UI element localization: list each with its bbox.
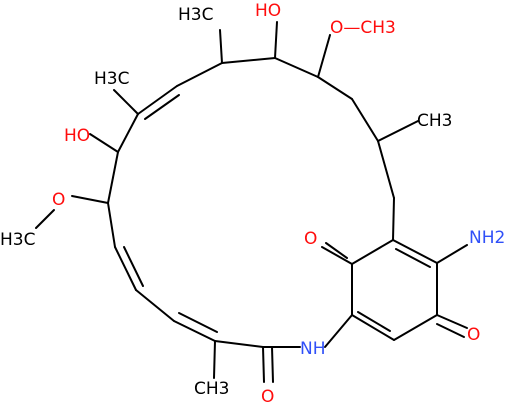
bond <box>377 140 395 199</box>
bond <box>351 239 394 265</box>
bond <box>35 209 55 229</box>
bond <box>173 320 216 342</box>
bond <box>123 246 144 287</box>
bond <box>176 62 223 87</box>
label-o-quinone-left: O <box>304 229 317 249</box>
bond <box>221 57 276 64</box>
bond <box>113 89 139 115</box>
bond <box>436 314 468 329</box>
label-oh-top: HO <box>255 1 281 21</box>
label-methoxy-left-c: H3C <box>0 230 35 250</box>
bond <box>135 289 175 322</box>
bond <box>117 113 139 153</box>
bond <box>271 346 274 383</box>
bond <box>144 94 180 120</box>
label-o-quinone-right: O <box>467 325 480 345</box>
bond <box>71 195 109 204</box>
bond <box>137 85 178 115</box>
bond <box>357 311 391 332</box>
bond <box>395 248 431 268</box>
label-ch3-left: H3C <box>94 69 129 89</box>
label-nh2: NH2 <box>469 228 505 248</box>
label-oh-left: HO <box>64 126 90 146</box>
label-methoxy-left-o: O <box>52 190 65 210</box>
bond <box>107 151 119 204</box>
bond <box>393 314 438 341</box>
label-och3-top: O—CH3 <box>330 18 396 38</box>
bond <box>274 21 278 59</box>
label-ch3-top: H3C <box>178 5 213 25</box>
bond <box>351 314 395 341</box>
bond <box>274 57 319 78</box>
label-ch3-right: CH3 <box>417 111 452 131</box>
bond <box>317 76 353 100</box>
bond <box>89 133 119 153</box>
bond <box>392 239 438 264</box>
label-ch3-bottom: CH3 <box>194 379 229 399</box>
bond <box>321 246 353 265</box>
label-o-amide: O <box>261 387 274 407</box>
bond <box>325 242 348 259</box>
bond <box>436 244 468 264</box>
bond <box>351 98 379 142</box>
bond <box>262 346 265 383</box>
bond <box>214 340 264 348</box>
bond <box>114 246 137 291</box>
bond <box>377 120 419 142</box>
bonds <box>35 21 468 383</box>
bond <box>178 312 218 333</box>
atom-labels: H3C HO O—CH3 H3C CH3 HO O H3C O NH2 O NH… <box>0 1 505 407</box>
bond <box>213 340 216 379</box>
bond <box>436 323 465 338</box>
bond <box>324 314 353 348</box>
bond <box>392 197 395 241</box>
bond <box>317 34 331 78</box>
bond <box>219 29 223 64</box>
bond <box>107 202 116 248</box>
label-nh: NH <box>300 339 326 359</box>
